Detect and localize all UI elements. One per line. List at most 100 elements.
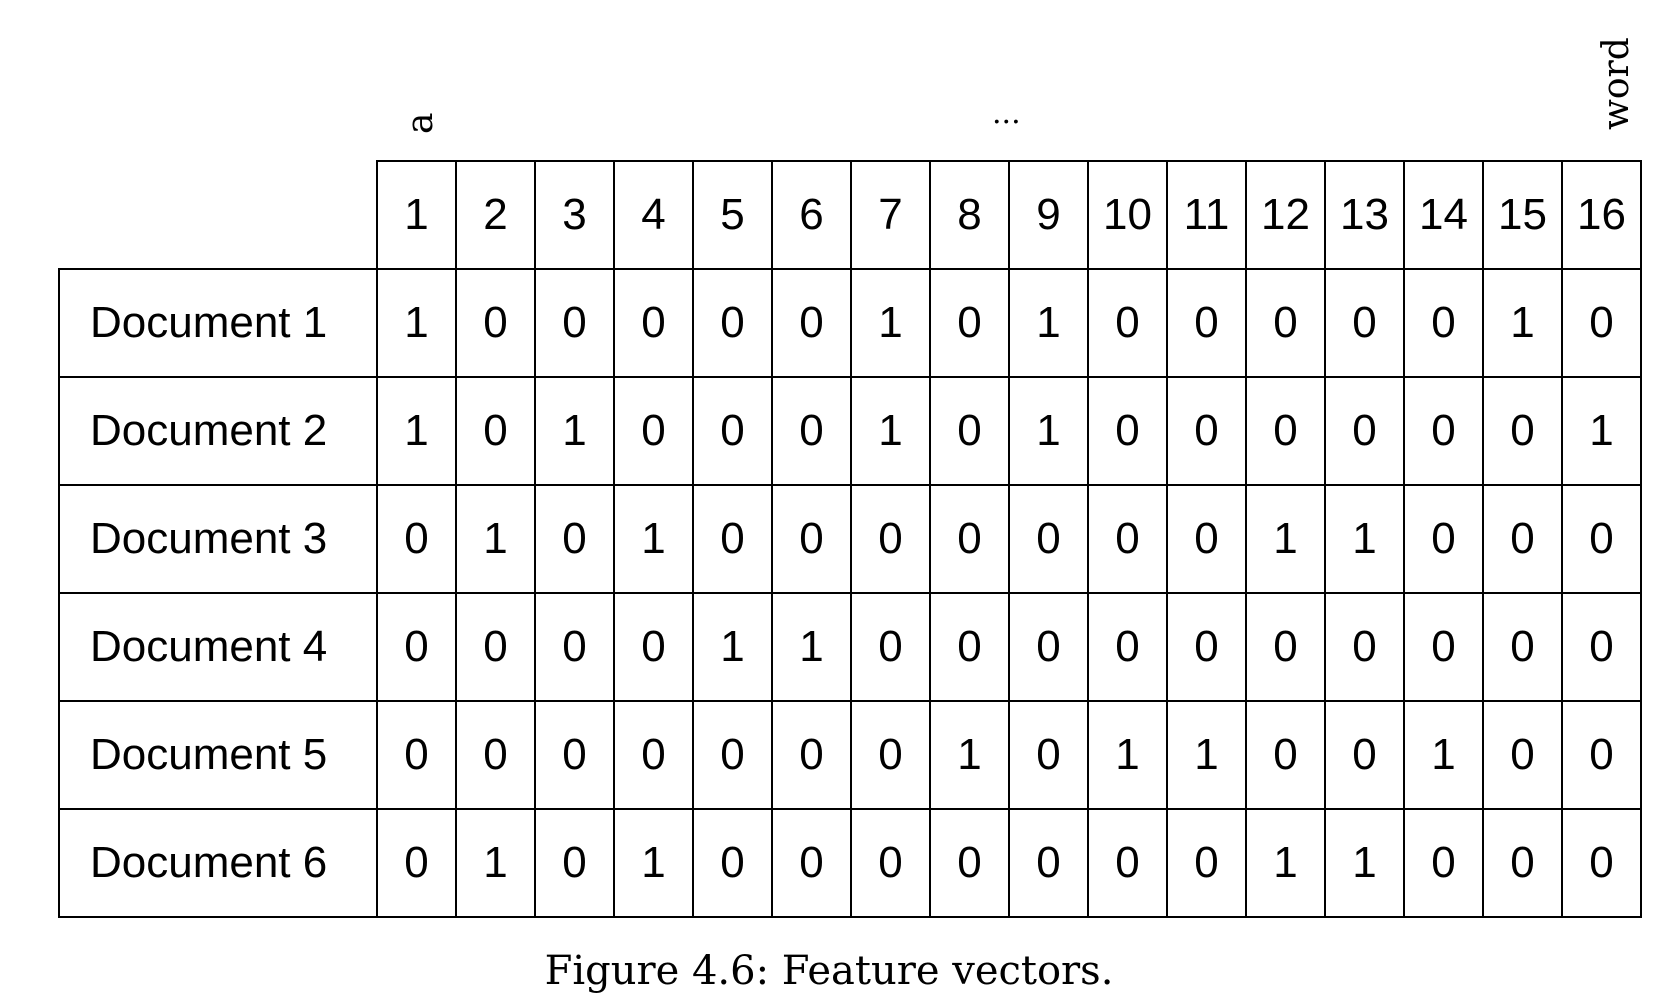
table-cell: 0 — [692, 808, 773, 918]
table-cell: 0 — [1166, 484, 1247, 594]
table-cell: 0 — [1008, 808, 1089, 918]
table-cell: 0 — [613, 376, 694, 486]
table-cell: 0 — [850, 592, 931, 702]
column-header: 7 — [850, 160, 931, 270]
table-cell: 0 — [1166, 376, 1247, 486]
table-cell: 0 — [1403, 268, 1484, 378]
table-cell: 1 — [455, 808, 536, 918]
table-cell: 0 — [376, 592, 457, 702]
table-cell: 0 — [376, 808, 457, 918]
table-cell: 0 — [1087, 376, 1168, 486]
table-cell: 0 — [1008, 592, 1089, 702]
column-header: 16 — [1561, 160, 1642, 270]
table-cell: 0 — [534, 700, 615, 810]
table-cell: 0 — [850, 700, 931, 810]
table-cell: 0 — [1482, 592, 1563, 702]
table-cell: 0 — [1482, 700, 1563, 810]
table-cell: 0 — [1324, 268, 1405, 378]
figure-caption: Figure 4.6: Feature vectors. — [544, 948, 1114, 994]
table-cell: 1 — [1482, 268, 1563, 378]
table-cell: 0 — [1482, 376, 1563, 486]
table-cell: 0 — [1245, 376, 1326, 486]
table-cell: 0 — [771, 484, 852, 594]
table-cell: 0 — [1166, 592, 1247, 702]
column-header: 11 — [1166, 160, 1247, 270]
table-cell: 0 — [376, 484, 457, 594]
table-cell: 1 — [613, 484, 694, 594]
table-cell: 0 — [613, 700, 694, 810]
column-header: 1 — [376, 160, 457, 270]
column-header: 6 — [771, 160, 852, 270]
table-cell: 0 — [1403, 592, 1484, 702]
table-cell: 0 — [1245, 592, 1326, 702]
table-cell: 1 — [534, 376, 615, 486]
column-header: 5 — [692, 160, 773, 270]
row-label: Document 6 — [58, 808, 378, 918]
column-label-word: word — [1596, 37, 1637, 130]
column-header: 10 — [1087, 160, 1168, 270]
table-cell: 0 — [1087, 268, 1168, 378]
table-cell: 0 — [455, 376, 536, 486]
table-cell: 0 — [929, 376, 1010, 486]
table-cell: 0 — [929, 808, 1010, 918]
column-label-ellipsis: ... — [992, 96, 1021, 131]
corner-blank — [59, 161, 377, 269]
table-cell: 1 — [1087, 700, 1168, 810]
table-cell: 1 — [1166, 700, 1247, 810]
table-cell: 0 — [534, 592, 615, 702]
table-cell: 0 — [534, 808, 615, 918]
column-header: 15 — [1482, 160, 1563, 270]
table-cell: 0 — [1482, 808, 1563, 918]
table-cell: 1 — [1245, 808, 1326, 918]
column-header: 14 — [1403, 160, 1484, 270]
table-cell: 0 — [455, 268, 536, 378]
table-cell: 0 — [1403, 376, 1484, 486]
table-cell: 0 — [1324, 592, 1405, 702]
column-header: 8 — [929, 160, 1010, 270]
column-header: 4 — [613, 160, 694, 270]
table-cell: 0 — [1087, 808, 1168, 918]
table-cell: 0 — [771, 808, 852, 918]
column-label-a: a — [400, 112, 441, 134]
table-cell: 0 — [455, 700, 536, 810]
table-cell: 0 — [771, 376, 852, 486]
table-cell: 1 — [376, 268, 457, 378]
table-cell: 0 — [613, 592, 694, 702]
table-cell: 0 — [850, 484, 931, 594]
table-cell: 1 — [1561, 376, 1642, 486]
table-cell: 0 — [1403, 808, 1484, 918]
table-cell: 1 — [692, 592, 773, 702]
table-cell: 1 — [771, 592, 852, 702]
table-cell: 0 — [1008, 484, 1089, 594]
table-cell: 0 — [376, 700, 457, 810]
table-cell: 1 — [850, 268, 931, 378]
table-cell: 0 — [613, 268, 694, 378]
table-cell: 0 — [1166, 808, 1247, 918]
table-cell: 0 — [1087, 592, 1168, 702]
row-label: Document 3 — [58, 484, 378, 594]
table-cell: 0 — [1561, 700, 1642, 810]
table-cell: 0 — [929, 268, 1010, 378]
table-cell: 0 — [534, 268, 615, 378]
table-cell: 0 — [1087, 484, 1168, 594]
table-cell: 1 — [1324, 484, 1405, 594]
table-cell: 0 — [692, 700, 773, 810]
table-cell: 0 — [771, 700, 852, 810]
table-cell: 0 — [1403, 484, 1484, 594]
table-cell: 0 — [692, 484, 773, 594]
table-cell: 0 — [1561, 268, 1642, 378]
table-cell: 0 — [1561, 592, 1642, 702]
row-label: Document 2 — [58, 376, 378, 486]
table-cell: 1 — [929, 700, 1010, 810]
table-cell: 0 — [1245, 700, 1326, 810]
table-cell: 0 — [1561, 484, 1642, 594]
table-cell: 0 — [692, 376, 773, 486]
